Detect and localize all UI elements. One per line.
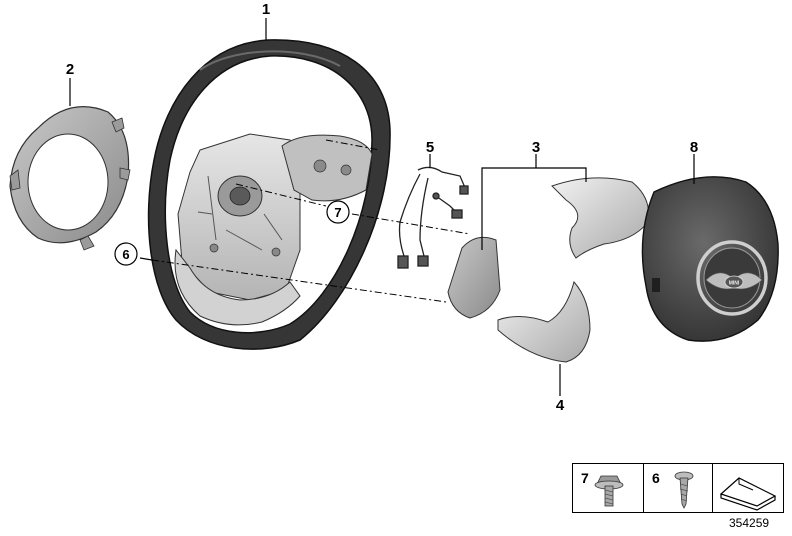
- fitting-number: 6: [652, 470, 660, 486]
- callout-numbers: 1 2 5 3 8 4 6 7: [66, 1, 698, 414]
- callout-2: 2: [66, 61, 74, 78]
- trim-cover-right: [551, 177, 650, 259]
- screw-icon: [674, 471, 694, 509]
- fitting-cell-shim: [713, 464, 783, 512]
- wiring-harness: [397, 166, 469, 269]
- callout-5: 5: [426, 139, 434, 156]
- callout-6-circle: [114, 242, 138, 266]
- shim-arrow-icon: [719, 477, 777, 511]
- fitting-cell-flange-bolt: 7: [573, 464, 644, 512]
- callout-7: 7: [334, 205, 341, 220]
- fitting-number: 7: [581, 470, 589, 486]
- callout-7-circle: [326, 200, 350, 224]
- callout-4: 4: [556, 397, 565, 414]
- fitting-cell-screw: 6: [644, 464, 713, 512]
- lower-trim-cover: [497, 280, 591, 363]
- callout-3: 3: [532, 139, 540, 156]
- steering-wheel: [147, 39, 391, 350]
- trim-cover-left: [447, 236, 501, 319]
- flange-bolt-icon: [594, 475, 624, 507]
- rear-shroud: [9, 106, 131, 251]
- image-reference-number: 354259: [729, 516, 770, 530]
- fittings-legend: 7 6: [572, 463, 784, 513]
- leader-lines: [69, 18, 695, 396]
- airbag-logo-text: MINI: [729, 281, 740, 287]
- airbag-module: MINI: [641, 176, 779, 342]
- callout-1: 1: [262, 1, 270, 18]
- callout-6: 6: [122, 247, 129, 262]
- callout-8: 8: [690, 139, 698, 156]
